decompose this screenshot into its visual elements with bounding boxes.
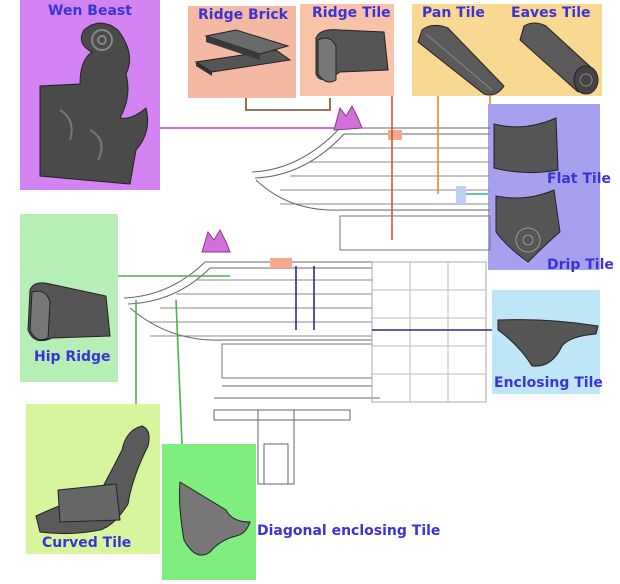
label-curved-tile: Curved Tile	[42, 535, 132, 551]
building-elevation	[123, 127, 491, 485]
drip-tile-icon	[495, 189, 561, 263]
label-ridge-brick: Ridge Brick	[198, 7, 288, 23]
label-diagonal-enclosing-tile: Diagonal enclosing Tile	[257, 523, 441, 539]
label-flat-tile: Flat Tile	[547, 171, 612, 187]
lower-ridge-ornament-icon	[201, 228, 231, 253]
diagonal-enclosing-tile-icon	[179, 481, 251, 556]
enclosing-tile-icon	[497, 319, 599, 367]
ridge-brick-icon	[194, 29, 292, 76]
curved-tile-icon	[35, 425, 150, 535]
eaves-tile-icon	[519, 22, 599, 95]
flat-tile-icon	[493, 117, 559, 174]
drip-tile-highlight	[456, 186, 466, 204]
label-drip-tile: Drip Tile	[547, 257, 614, 273]
hip-ridge-icon	[27, 282, 111, 342]
label-pan-tile: Pan Tile	[422, 5, 485, 21]
upper-ridge-ornament-icon	[333, 104, 363, 131]
connectors	[118, 96, 492, 445]
ridge-tile-icon	[315, 29, 389, 83]
label-wen-beast: Wen Beast	[48, 3, 132, 19]
label-ridge-tile: Ridge Tile	[312, 5, 391, 21]
wen-beast-icon	[39, 22, 149, 185]
label-enclosing-tile: Enclosing Tile	[494, 375, 603, 391]
lower-ridge-highlight	[270, 258, 292, 268]
label-eaves-tile: Eaves Tile	[511, 5, 591, 21]
upper-ridge-highlight	[388, 130, 402, 140]
pan-tile-icon	[417, 24, 505, 96]
label-hip-ridge: Hip Ridge	[34, 349, 111, 365]
